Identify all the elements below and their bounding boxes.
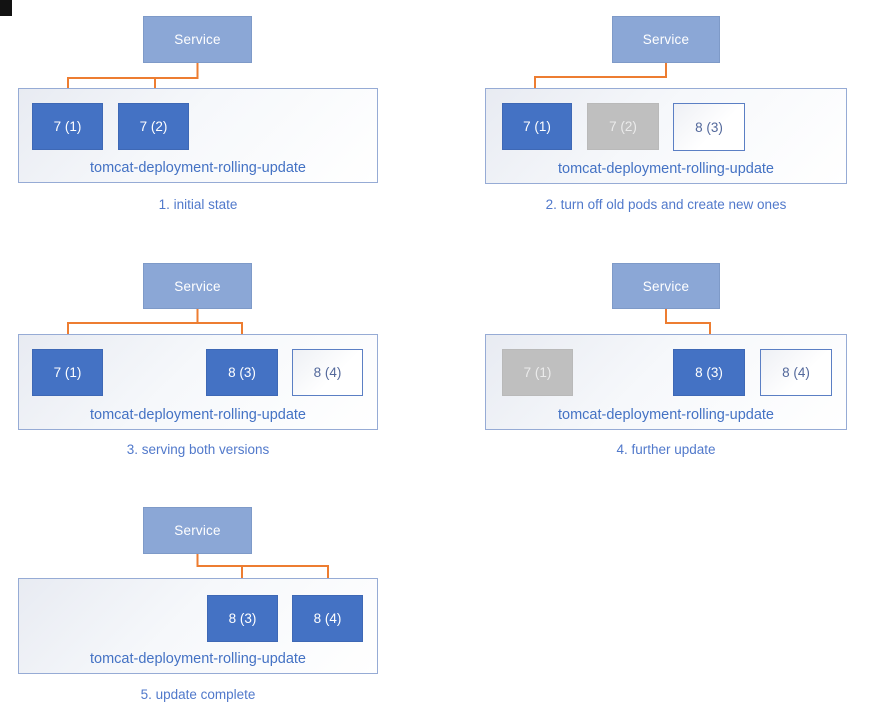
deployment-label: tomcat-deployment-rolling-update	[90, 160, 306, 176]
pod-label: 8 (3)	[695, 365, 723, 380]
pod-label: 8 (3)	[228, 365, 256, 380]
pod-label: 8 (4)	[313, 611, 342, 626]
pod-8-4: 8 (4)	[292, 349, 363, 396]
pod-7-2: 7 (2)	[587, 103, 659, 150]
pod-8-3: 8 (3)	[673, 103, 745, 151]
service-label: Service	[642, 32, 690, 47]
pod-8-3: 8 (3)	[206, 349, 278, 396]
panel-caption: 4. further update	[616, 442, 716, 457]
service-box: Service	[612, 263, 720, 309]
service-box: Service	[143, 263, 252, 309]
pod-8-3: 8 (3)	[673, 349, 745, 396]
pod-label: 7 (2)	[139, 119, 168, 134]
pod-7-1: 7 (1)	[32, 349, 103, 396]
panel-caption: 3. serving both versions	[126, 442, 270, 457]
pod-label: 7 (1)	[53, 365, 82, 380]
deployment-box: tomcat-deployment-rolling-update	[18, 88, 378, 183]
pod-8-4: 8 (4)	[760, 349, 832, 396]
pod-label: 8 (4)	[313, 365, 342, 380]
corner-mark	[0, 0, 12, 16]
service-box: Service	[143, 507, 252, 554]
deployment-label: tomcat-deployment-rolling-update	[90, 407, 306, 423]
pod-label: 7 (1)	[53, 119, 82, 134]
service-label: Service	[174, 523, 221, 538]
deployment-label: tomcat-deployment-rolling-update	[558, 407, 774, 423]
panel-caption: 2. turn off old pods and create new ones	[545, 197, 787, 212]
panel-caption: 1. initial state	[158, 197, 238, 212]
pod-7-1: 7 (1)	[502, 349, 573, 396]
pod-7-1: 7 (1)	[32, 103, 103, 150]
pod-7-2: 7 (2)	[118, 103, 189, 150]
service-label: Service	[174, 278, 221, 294]
pod-label: 8 (3)	[695, 119, 723, 135]
pod-label: 7 (1)	[523, 365, 552, 380]
service-box: Service	[143, 16, 252, 63]
deployment-label: tomcat-deployment-rolling-update	[90, 651, 306, 667]
pod-8-3: 8 (3)	[207, 595, 278, 642]
pod-8-4: 8 (4)	[292, 595, 363, 642]
service-box: Service	[612, 16, 720, 63]
deployment-label: tomcat-deployment-rolling-update	[558, 161, 774, 177]
pod-label: 7 (1)	[523, 119, 551, 134]
service-label: Service	[174, 32, 221, 47]
pod-label: 8 (4)	[782, 365, 810, 380]
pod-label: 7 (2)	[609, 119, 637, 134]
service-label: Service	[642, 278, 690, 294]
panel-caption: 5. update complete	[140, 687, 256, 702]
pod-7-1: 7 (1)	[502, 103, 572, 150]
pod-label: 8 (3)	[228, 611, 257, 626]
